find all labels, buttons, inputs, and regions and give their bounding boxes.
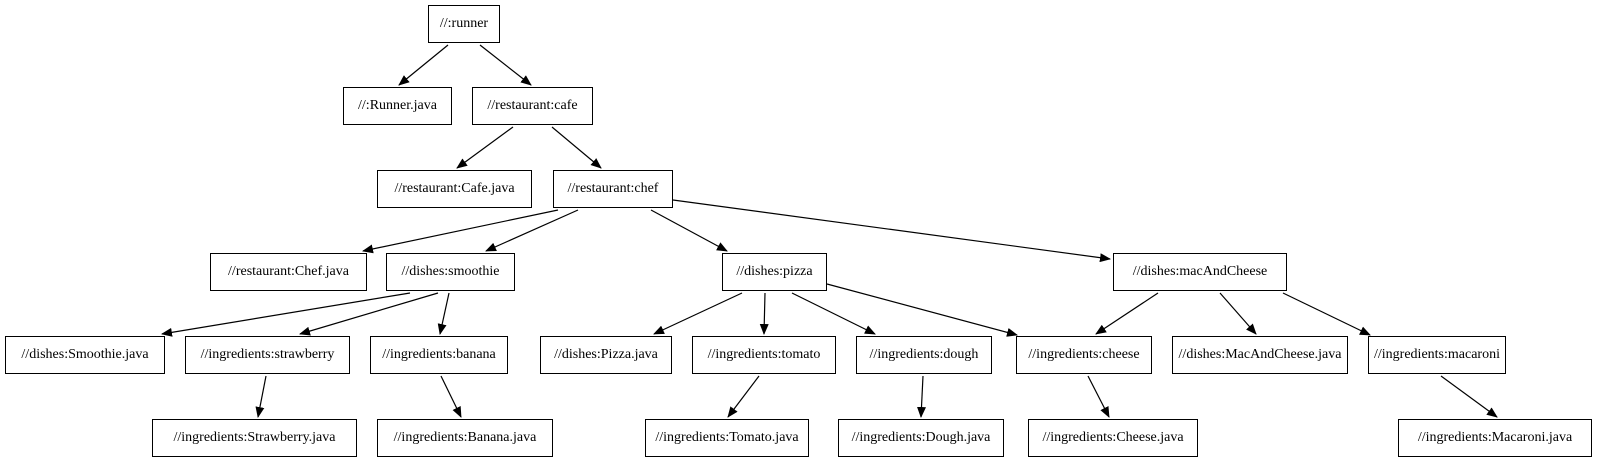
- edge-smoothie-strawberry: [299, 292, 439, 336]
- edge-macaroni-macaroni-java: [1440, 375, 1498, 418]
- edge-smoothie-banana: [437, 292, 450, 335]
- node-dough-java: //ingredients:Dough.java: [838, 419, 1004, 457]
- edge-pizza-cheese: [826, 283, 1018, 337]
- edge-runner-cafe: [479, 44, 532, 86]
- node-strawberry: //ingredients:strawberry: [185, 336, 350, 374]
- edge-strawberry-strawberry-java: [255, 375, 267, 418]
- edge-chef-mac-and-cheese: [672, 199, 1111, 263]
- node-pizza-java: //dishes:Pizza.java: [540, 336, 672, 374]
- node-chef: //restaurant:chef: [553, 170, 673, 208]
- edge-cafe-chef: [551, 126, 602, 169]
- edge-tomato-tomato-java: [727, 375, 760, 418]
- node-smoothie-java: //dishes:Smoothie.java: [5, 336, 165, 374]
- edge-mac-and-cheese-macaroni: [1282, 292, 1371, 336]
- node-cheese-java: //ingredients:Cheese.java: [1028, 419, 1198, 457]
- edge-runner-runner-java: [398, 44, 449, 86]
- edge-mac-and-cheese-mac-and-cheese-java: [1219, 292, 1257, 335]
- edge-pizza-tomato: [759, 292, 769, 335]
- edge-pizza-dough: [791, 292, 876, 335]
- node-chef-java: //restaurant:Chef.java: [210, 253, 367, 291]
- node-macaroni-java: //ingredients:Macaroni.java: [1398, 419, 1592, 457]
- node-tomato: //ingredients:tomato: [692, 336, 836, 374]
- node-strawberry-java: //ingredients:Strawberry.java: [152, 419, 357, 457]
- node-smoothie: //dishes:smoothie: [386, 253, 515, 291]
- node-banana-java: //ingredients:Banana.java: [377, 419, 553, 457]
- edge-cheese-cheese-java: [1087, 375, 1110, 418]
- node-mac-and-cheese-java: //dishes:MacAndCheese.java: [1172, 336, 1348, 374]
- node-cheese: //ingredients:cheese: [1016, 336, 1152, 374]
- edge-chef-pizza: [650, 209, 728, 252]
- node-cafe: //restaurant:cafe: [472, 87, 593, 125]
- edge-smoothie-smoothie-java: [161, 292, 411, 337]
- edge-chef-chef-java: [362, 209, 559, 254]
- node-macaroni: //ingredients:macaroni: [1368, 336, 1506, 374]
- edge-mac-and-cheese-cheese: [1095, 292, 1159, 335]
- node-tomato-java: //ingredients:Tomato.java: [645, 419, 809, 457]
- node-cafe-java: //restaurant:Cafe.java: [377, 170, 532, 208]
- edge-banana-banana-java: [440, 375, 462, 418]
- edge-pizza-pizza-java: [653, 292, 743, 335]
- node-pizza: //dishes:pizza: [722, 253, 827, 291]
- node-runner-java: //:Runner.java: [343, 87, 452, 125]
- edge-cafe-cafe-java: [456, 126, 514, 169]
- node-banana: //ingredients:banana: [370, 336, 508, 374]
- edge-dough-dough-java: [916, 375, 926, 418]
- node-dough: //ingredients:dough: [856, 336, 992, 374]
- node-runner: //:runner: [428, 5, 500, 43]
- node-mac-and-cheese: //dishes:macAndCheese: [1113, 253, 1287, 291]
- edge-chef-smoothie: [485, 209, 579, 252]
